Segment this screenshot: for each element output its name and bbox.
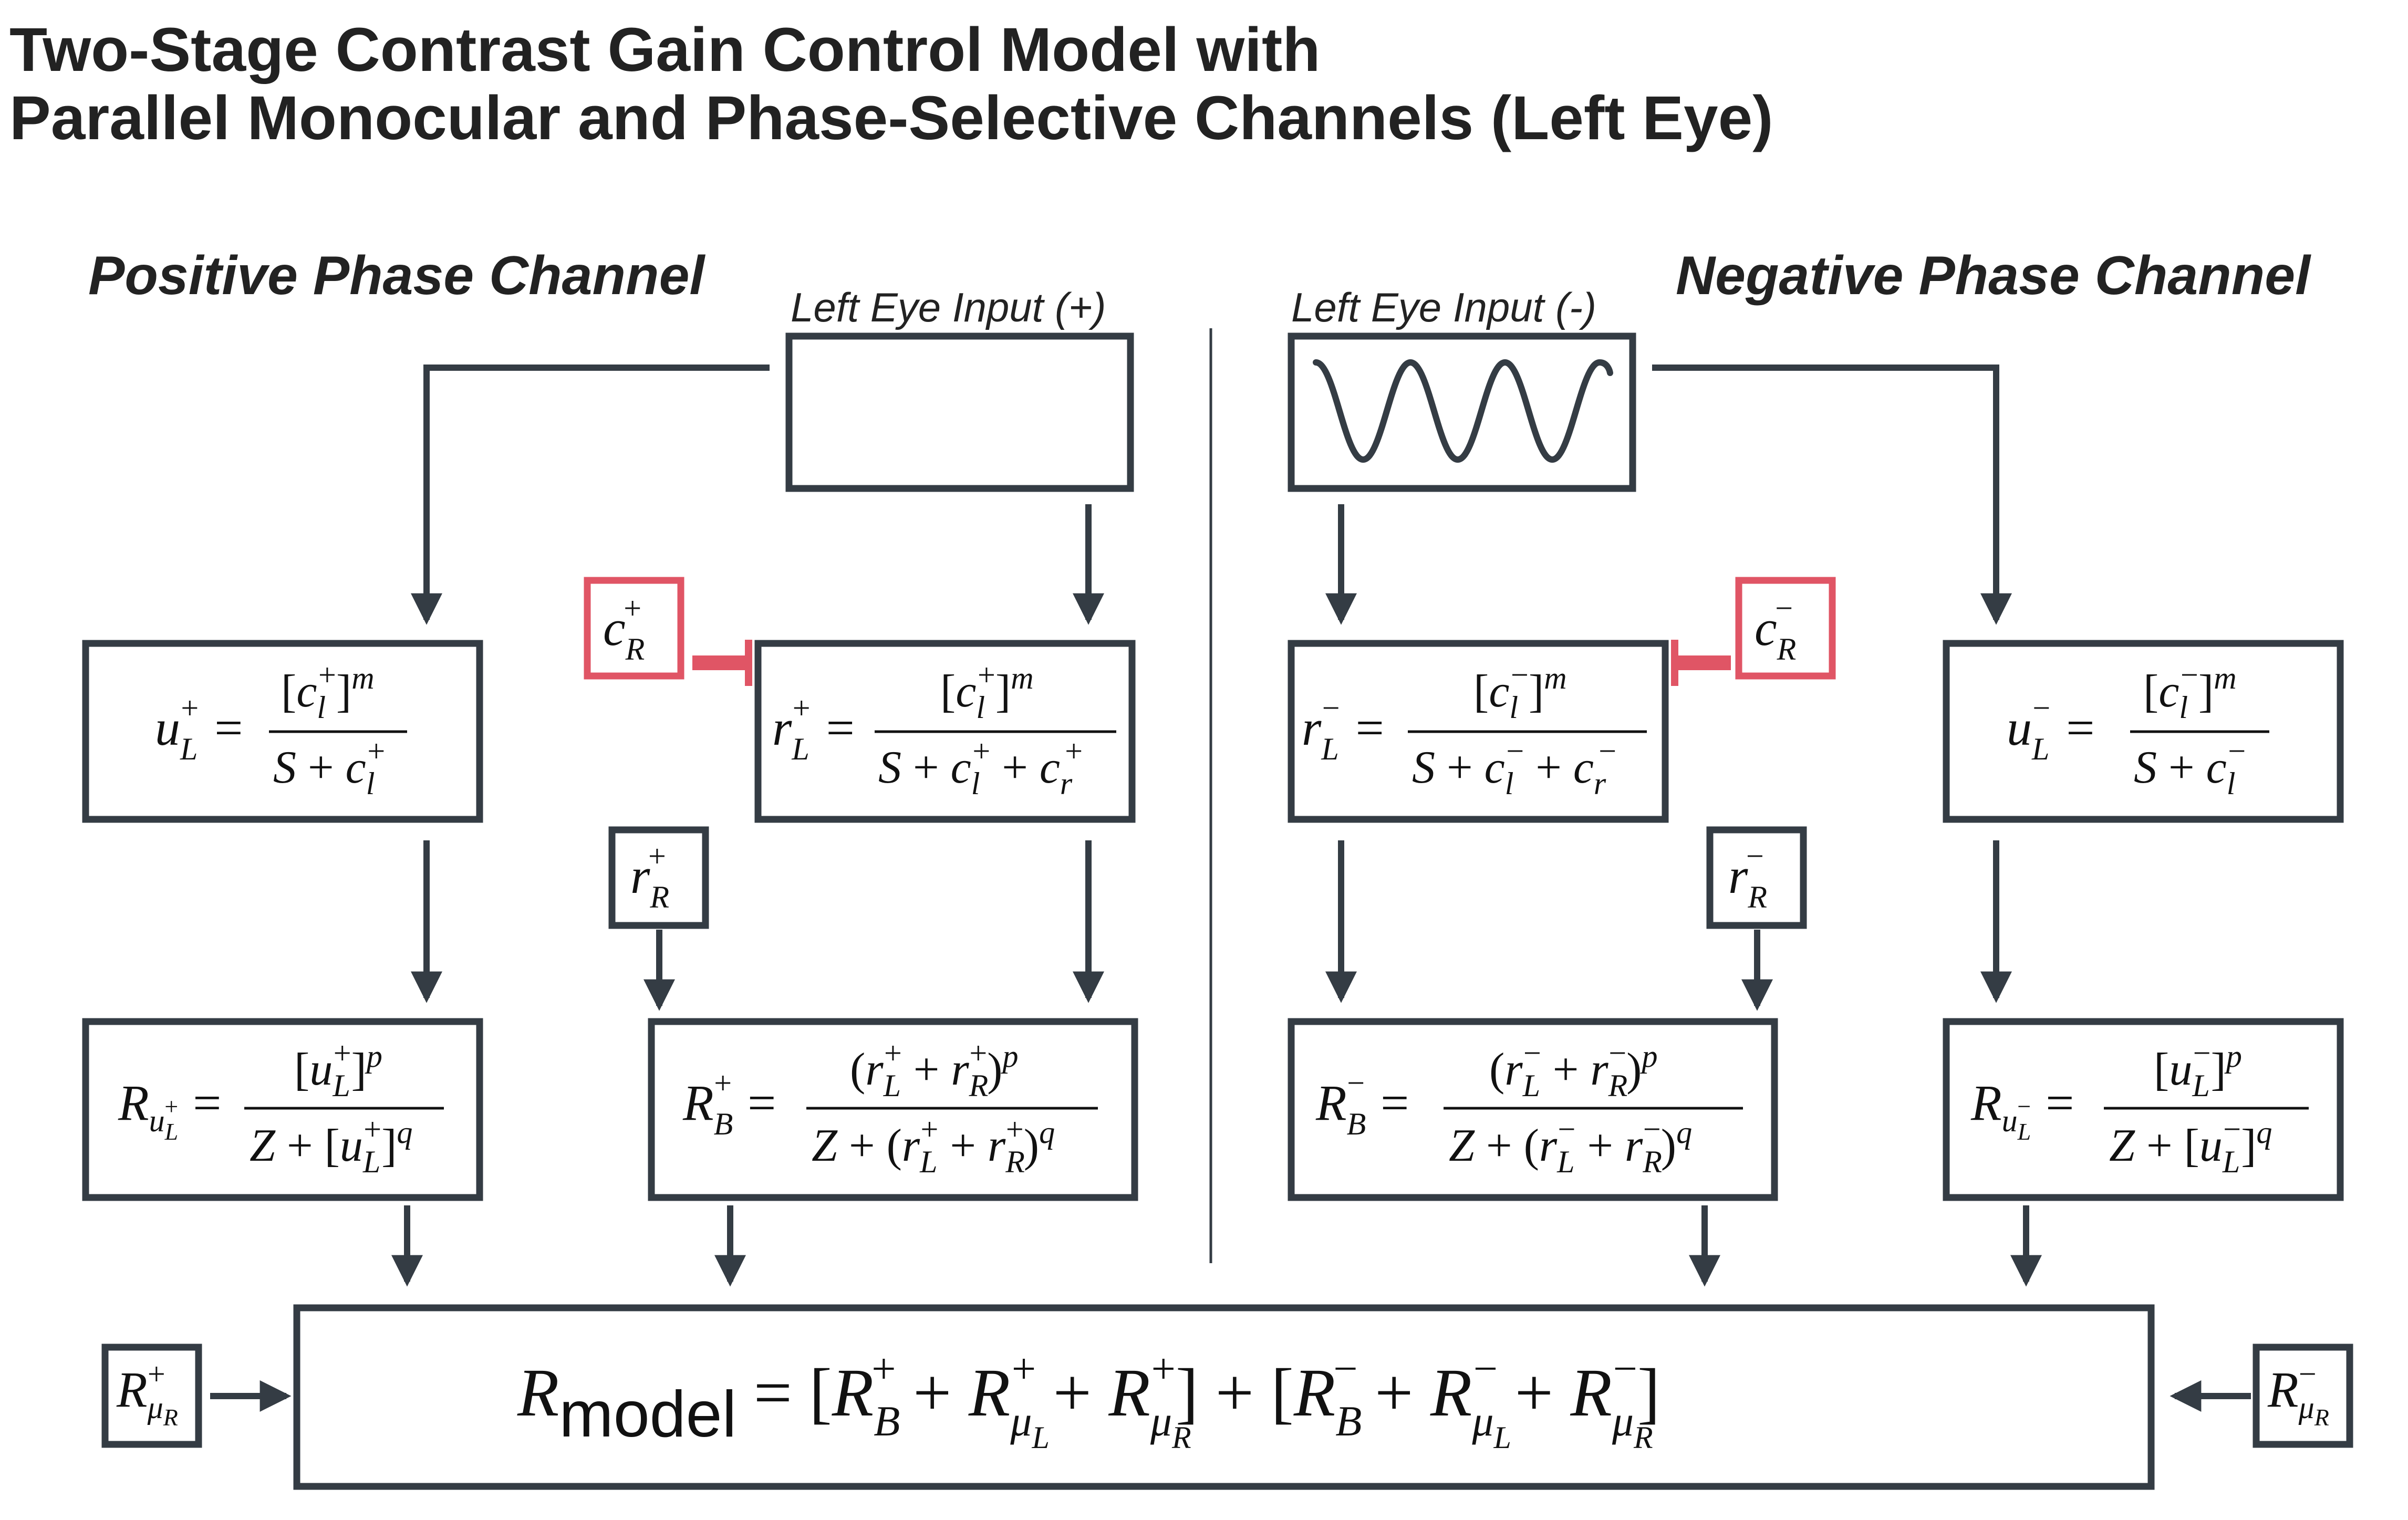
svg-text:[cl+]m: [cl+]m (940, 658, 1034, 725)
svg-text:[cl+]m: [cl+]m (281, 658, 375, 725)
svg-text:[uL+]p: [uL+]p (294, 1036, 382, 1103)
svg-text:uL−=: uL−= (2007, 691, 2094, 766)
inhibition-bar-icon (1671, 640, 1731, 686)
svg-text:Z + [uL+]q: Z + [uL+]q (250, 1112, 412, 1179)
arrow-icon (411, 365, 770, 625)
svg-text:uL+=: uL+= (155, 691, 243, 766)
svg-text:Rmodel = [RB+ + RμL+ + RμR+] +: Rmodel = [RB+ + RμL+ + RμR+] + [RB− + Rμ… (517, 1345, 1660, 1455)
binocular-positive-box: rL+= [cl+]m S + cl+ + cr+ (754, 640, 1136, 823)
monocular-response-negative-box: RuL−= [uL−]p Z + [uL−]q (1943, 1018, 2344, 1201)
svg-text:RuL−=: RuL−= (1970, 1075, 2074, 1145)
response-right-negative-box: rR− (1706, 826, 1807, 929)
svg-text:RB−=: RB−= (1315, 1066, 1409, 1141)
svg-text:cR+: cR+ (603, 591, 645, 667)
model-output-box: Rmodel = [RB+ + RμL+ + RμR+] + [RB− + Rμ… (293, 1304, 2155, 1490)
right-eye-negative-input-box: RμR− (2253, 1344, 2353, 1448)
svg-text:(rL− + rR−)p: (rL− + rR−)p (1489, 1036, 1657, 1103)
svg-text:RB+=: RB+= (682, 1066, 776, 1141)
svg-text:[cl−]m: [cl−]m (1473, 658, 1567, 725)
negative-channel-heading: Negative Phase Channel (1676, 245, 2311, 306)
sinusoid-icon (1313, 359, 1613, 463)
svg-text:rL+=: rL+= (772, 691, 855, 766)
svg-text:rR−: rR− (1728, 839, 1767, 914)
contrast-right-negative-box: cR− (1735, 577, 1836, 680)
svg-text:Z + [uL−]q: Z + [uL−]q (2109, 1112, 2272, 1179)
svg-text:Z + (rL− + rR−)q: Z + (rL− + rR−)q (1449, 1112, 1692, 1179)
monocular-positive-box: uL+= [cl+]m S + cl+ (82, 640, 483, 823)
positive-input-box (785, 332, 1134, 492)
svg-text:S + cl+: S + cl+ (273, 734, 385, 801)
svg-text:cR−: cR− (1755, 591, 1796, 667)
inhibition-bar-icon (692, 640, 752, 686)
svg-text:[cl−]m: [cl−]m (2143, 658, 2237, 725)
svg-text:S + cl− + cr−: S + cl− + cr− (1412, 734, 1616, 801)
svg-text:(rL+ + rR+)p: (rL+ + rR+)p (850, 1036, 1018, 1103)
svg-text:rL−=: rL−= (1302, 691, 1384, 766)
binocular-negative-box: rL−= [cl−]m S + cl− + cr− (1288, 640, 1669, 823)
svg-text:RμR+: RμR+ (116, 1357, 178, 1431)
title-line-2: Parallel Monocular and Phase-Selective C… (9, 84, 1773, 153)
svg-text:Z + (rL+ + rR+)q: Z + (rL+ + rR+)q (812, 1112, 1055, 1179)
title-line-1: Two-Stage Contrast Gain Control Model wi… (9, 15, 1320, 85)
svg-text:rR+: rR+ (630, 839, 669, 914)
svg-text:RuL+=: RuL+= (118, 1075, 221, 1145)
monocular-negative-box: uL−= [cl−]m S + cl− (1943, 640, 2344, 823)
svg-text:[uL−]p: [uL−]p (2154, 1036, 2242, 1103)
right-eye-positive-input-box: RμR+ (101, 1344, 202, 1448)
positive-channel-heading: Positive Phase Channel (88, 245, 705, 306)
svg-text:S + cl−: S + cl− (2134, 734, 2246, 801)
binocular-response-negative-box: RB−= (rL− + rR−)p Z + (rL− + rR−)q (1288, 1018, 1778, 1201)
negative-input-label: Left Eye Input (-) (1291, 284, 1596, 330)
monocular-response-positive-box: RuL+= [uL+]p Z + [uL+]q (82, 1018, 483, 1201)
positive-input-label: Left Eye Input (+) (791, 284, 1106, 330)
arrow-icon (1652, 365, 2012, 625)
contrast-right-positive-box: cR+ (584, 577, 684, 680)
svg-text:S + cl+ + cr+: S + cl+ + cr+ (878, 734, 1083, 801)
binocular-response-positive-box: RB+= (rL+ + rR+)p Z + (rL+ + rR+)q (648, 1018, 1138, 1201)
svg-text:RμR−: RμR− (2267, 1357, 2329, 1431)
response-right-positive-box: rR+ (608, 826, 709, 929)
